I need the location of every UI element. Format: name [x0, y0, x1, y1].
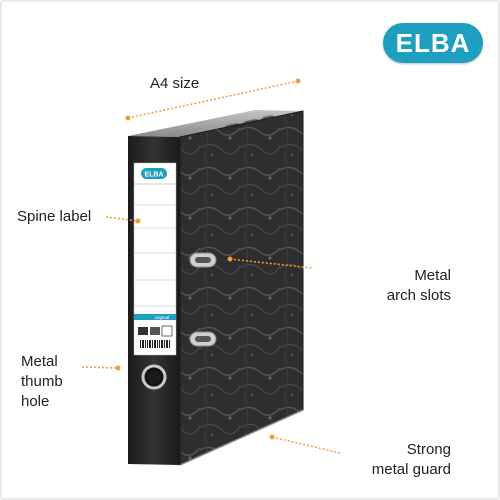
- callout-dot: [227, 256, 233, 262]
- binder-top-edge: [128, 110, 303, 137]
- callout-line-thumb-hole: [81, 366, 119, 369]
- binder-front-cover: [180, 111, 303, 465]
- spine-tag-text: original: [154, 315, 169, 320]
- label-strong-metal-guard: Strong metal guard: [360, 440, 451, 480]
- label-metal-thumb-hole: Metal thumb hole: [21, 352, 63, 412]
- label-metal-arch-slots-line-1: Metal: [414, 267, 451, 284]
- callout-dot: [115, 365, 121, 371]
- label-metal-arch-slots: Metal arch slots: [378, 266, 451, 306]
- callout-line-metal-guard: [271, 436, 341, 454]
- spine-label-card: ELBA original: [133, 162, 177, 356]
- callout-dot: [125, 115, 131, 121]
- callout-dot: [135, 218, 141, 224]
- elba-logo: ELBA: [383, 23, 483, 63]
- label-metal-thumb-hole-line-1: Metal: [21, 353, 58, 370]
- callout-dot: [295, 78, 301, 84]
- spine-logo-text: ELBA: [144, 172, 163, 179]
- metal-guard-strip: [179, 409, 304, 466]
- callout-line-spine-label: [105, 216, 139, 222]
- callout-line-a4-size: [127, 80, 299, 119]
- label-metal-thumb-hole-line-3: hole: [21, 393, 50, 410]
- label-a4-size: A4 size: [150, 75, 200, 92]
- label-metal-arch-slots-line-2: arch slots: [386, 287, 451, 304]
- callout-line-arch-slots: [229, 258, 313, 269]
- metal-thumb-hole: [141, 364, 167, 390]
- label-strong-metal-guard-line-2: metal guard: [371, 461, 451, 478]
- elba-logo-text: ELBA: [395, 27, 471, 58]
- label-metal-thumb-hole-line-2: thumb: [21, 373, 63, 390]
- label-strong-metal-guard-line-1: Strong: [406, 441, 451, 458]
- callout-dot: [269, 434, 275, 440]
- metal-arch-slot-lower: [189, 331, 217, 347]
- metal-arch-slot-upper: [189, 252, 217, 268]
- label-spine-label: Spine label: [17, 208, 92, 225]
